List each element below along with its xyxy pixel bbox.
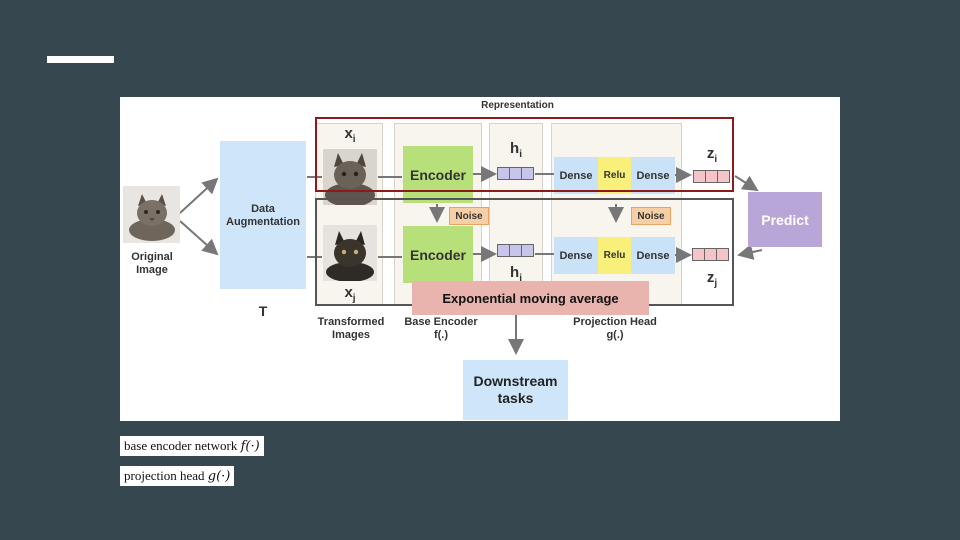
h-i-vector (497, 167, 534, 180)
projection-head-formula: projection head g(·) (120, 466, 235, 486)
data-augmentation-box (220, 141, 306, 289)
transformed-image-j (323, 225, 377, 281)
dense-bottom-1: Dense (554, 237, 598, 274)
noise-badge-encoder: Noise (449, 207, 489, 225)
architecture-diagram: Representation (120, 97, 840, 421)
x-i-label: xi (344, 125, 356, 145)
slide-title-bar (47, 56, 114, 63)
z-j-vector (692, 248, 729, 261)
data-augmentation-label: Data Augmentation (226, 203, 300, 228)
ema-box: Exponential moving average (412, 281, 649, 315)
cat-image-icon (323, 225, 377, 281)
downstream-tasks-box: Downstream tasks (463, 360, 568, 420)
t-label: T (258, 303, 268, 319)
dense-top-1: Dense (554, 157, 598, 194)
original-image-label: Original Image (131, 251, 173, 276)
connector-arrows (179, 166, 763, 355)
original-image (123, 186, 180, 243)
predict-box: Predict (748, 192, 822, 247)
representation-label: Representation (481, 100, 554, 111)
relu-top: Relu (598, 157, 631, 194)
h-i-label: hi (510, 140, 522, 160)
projection-head-label: Projection Head g(.) (573, 316, 657, 341)
x-j-label: xj (344, 284, 356, 304)
dense-top-2: Dense (631, 157, 675, 194)
h-j-vector (497, 244, 534, 257)
z-i-label: zi (706, 145, 718, 165)
h-j-label: hj (510, 264, 522, 284)
noise-badge-projection: Noise (631, 207, 671, 225)
online-branch-outline (315, 117, 734, 192)
transformed-images-label: Transformed Images (317, 316, 385, 341)
z-j-label: zj (706, 269, 718, 289)
encoder-top: Encoder (403, 146, 473, 203)
encoder-bottom: Encoder (403, 226, 473, 283)
z-i-vector (693, 170, 730, 183)
base-encoder-formula: base encoder network f(·) (120, 436, 264, 456)
panel-representation (489, 123, 543, 306)
relu-bottom: Relu (598, 237, 631, 274)
dense-bottom-2: Dense (631, 237, 675, 274)
cat-image-icon (123, 186, 180, 243)
base-encoder-label: Base Encoder f(.) (404, 316, 478, 341)
